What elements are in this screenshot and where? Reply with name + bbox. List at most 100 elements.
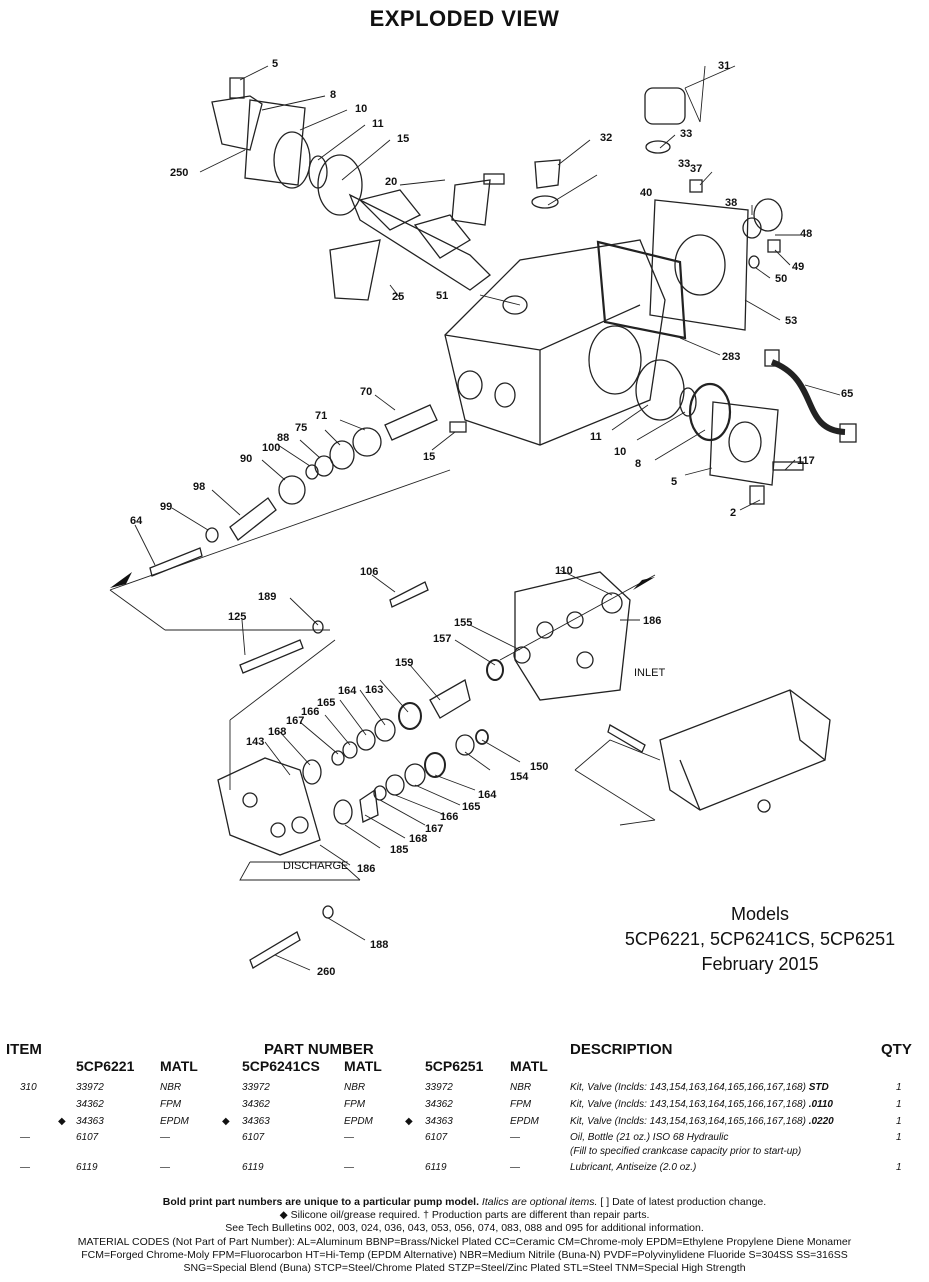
cell-mat2: FPM — [344, 1099, 366, 1110]
callout-part-65: 65 — [841, 388, 853, 400]
callout-part-165: 165 — [462, 801, 480, 813]
callout-part-189: 189 — [258, 591, 276, 603]
callout-part-5: 5 — [272, 58, 278, 70]
qty-header: QTY — [881, 1041, 912, 1058]
description-suffix: .0110 — [808, 1099, 833, 1110]
cell-p1: 6119 — [76, 1162, 98, 1173]
callout-part-75: 75 — [295, 422, 307, 434]
col-5cp6241cs: 5CP6241CS — [242, 1058, 320, 1074]
cell-mat2: EPDM — [344, 1116, 373, 1127]
spring-part-165 — [342, 741, 358, 759]
bolt-5-icon — [229, 77, 245, 99]
description-text: Lubricant, Antiseize (2.0 oz.) — [570, 1162, 697, 1173]
callout-part-185: 185 — [390, 844, 408, 856]
callout-part-2: 2 — [730, 507, 736, 519]
drain-plug-part-48 — [767, 239, 781, 253]
o-ring-part-154 — [424, 752, 446, 778]
inlet-label: INLET — [634, 667, 665, 679]
seal-retainer-part-71 — [329, 440, 355, 470]
cell-p3: 34363 — [425, 1116, 453, 1127]
callout-part-53: 53 — [785, 315, 797, 327]
callout-part-70: 70 — [360, 386, 372, 398]
footer-line-1: Bold print part numbers are unique to a … — [162, 1196, 767, 1208]
callout-part-186: 186 — [643, 615, 661, 627]
callout-part-50: 50 — [775, 273, 787, 285]
cell-m2: ◆ — [222, 1116, 230, 1127]
pin-part-64 — [449, 421, 467, 433]
cell-mat3: FPM — [510, 1099, 532, 1110]
cell-qty: 1 — [896, 1099, 902, 1110]
callout-part-188: 188 — [370, 939, 388, 951]
callout-part-155: 155 — [454, 617, 472, 629]
cell-mat1: NBR — [160, 1082, 182, 1093]
callout-part-64: 64 — [130, 515, 143, 527]
callout-part-49: 49 — [792, 261, 804, 273]
callout-part-106: 106 — [360, 566, 378, 578]
callout-part-163: 163 — [365, 684, 383, 696]
cell-item: — — [20, 1132, 30, 1143]
rear-cover-part-50 — [649, 199, 749, 331]
callout-part-100: 100 — [262, 442, 280, 454]
oil-drain-hose-part-283 — [770, 359, 846, 435]
col-matl-2: MATL — [344, 1058, 382, 1074]
callout-part-31: 31 — [718, 60, 730, 72]
callout-part-38: 38 — [725, 197, 737, 209]
cell-p1: 33972 — [76, 1082, 104, 1093]
washer-part-98 — [205, 527, 219, 543]
callout-part-125: 125 — [228, 611, 246, 623]
col-5cp6221: 5CP6221 — [76, 1058, 135, 1074]
item-header: ITEM — [6, 1041, 42, 1058]
flange-bearing-cover — [211, 95, 263, 151]
cell-description: Kit, Valve (Inclds: 143,154,163,164,165,… — [570, 1082, 829, 1093]
sight-glass-part-38 — [753, 198, 783, 232]
bolt-5-right-icon — [749, 485, 765, 505]
bearing-part-15-right — [635, 359, 685, 421]
cell-m3: ◆ — [405, 1116, 413, 1127]
o-ring-part-10-right — [688, 382, 732, 442]
crankcase-part-53 — [444, 239, 666, 446]
inlet-manifold-part-110 — [514, 571, 631, 701]
oil-gauge-part-31 — [644, 87, 686, 125]
callout-part-186: 186 — [357, 863, 375, 875]
description-text: Kit, Valve (Inclds: 143,154,163,164,165,… — [570, 1116, 809, 1127]
cell-mat1: EPDM — [160, 1116, 189, 1127]
callout-part-159: 159 — [395, 657, 413, 669]
cell-item: 310 — [20, 1082, 37, 1093]
callout-part-110: 110 — [555, 565, 573, 577]
callout-part-117: 117 — [797, 455, 815, 467]
oil-fill-cap-part-32 — [534, 159, 561, 189]
description-text: Kit, Valve (Inclds: 143,154,163,164,165,… — [570, 1099, 809, 1110]
callout-part-150: 150 — [530, 761, 548, 773]
cell-qty: 1 — [896, 1132, 902, 1143]
cell-description: Lubricant, Antiseize (2.0 oz.) — [570, 1162, 696, 1173]
cell-p3: 6119 — [425, 1162, 447, 1173]
callout-part-33: 33 — [680, 128, 692, 140]
callout-part-167: 167 — [286, 715, 304, 727]
callout-part-10: 10 — [614, 446, 626, 458]
seal-case-part-8-right — [709, 401, 779, 486]
cell-p3: 33972 — [425, 1082, 453, 1093]
cell-mat1: FPM — [160, 1099, 182, 1110]
discharge-manifold-part-168 — [217, 757, 321, 856]
washer-part-106 — [601, 592, 623, 614]
models-block: Models 5CP6221, 5CP6241CS, 5CP6251 Febru… — [560, 902, 929, 977]
cell-p1: 34362 — [76, 1099, 104, 1110]
callout-part-48: 48 — [800, 228, 812, 240]
models-list: 5CP6221, 5CP6241CS, 5CP6251 — [624, 929, 896, 949]
o-ring-part-37 — [742, 217, 762, 239]
callout-part-8: 8 — [330, 89, 336, 101]
callout-part-20: 20 — [385, 176, 397, 188]
callout-part-164: 164 — [478, 789, 497, 801]
models-heading: Models — [730, 904, 790, 924]
cell-mat2: NBR — [344, 1082, 366, 1093]
models-date: February 2015 — [701, 954, 819, 974]
callout-part-164: 164 — [338, 685, 357, 697]
cell-item: — — [20, 1162, 30, 1173]
gasket-part-51 — [596, 240, 687, 340]
footer-line-4: MATERIAL CODES (Not Part of Part Number)… — [77, 1235, 852, 1248]
cell-mat3: — — [510, 1162, 520, 1173]
cell-mat3: NBR — [510, 1082, 532, 1093]
valve-part-164 — [356, 729, 376, 751]
callout-part-167: 167 — [425, 823, 443, 835]
o-ring-part-33b — [531, 195, 559, 209]
